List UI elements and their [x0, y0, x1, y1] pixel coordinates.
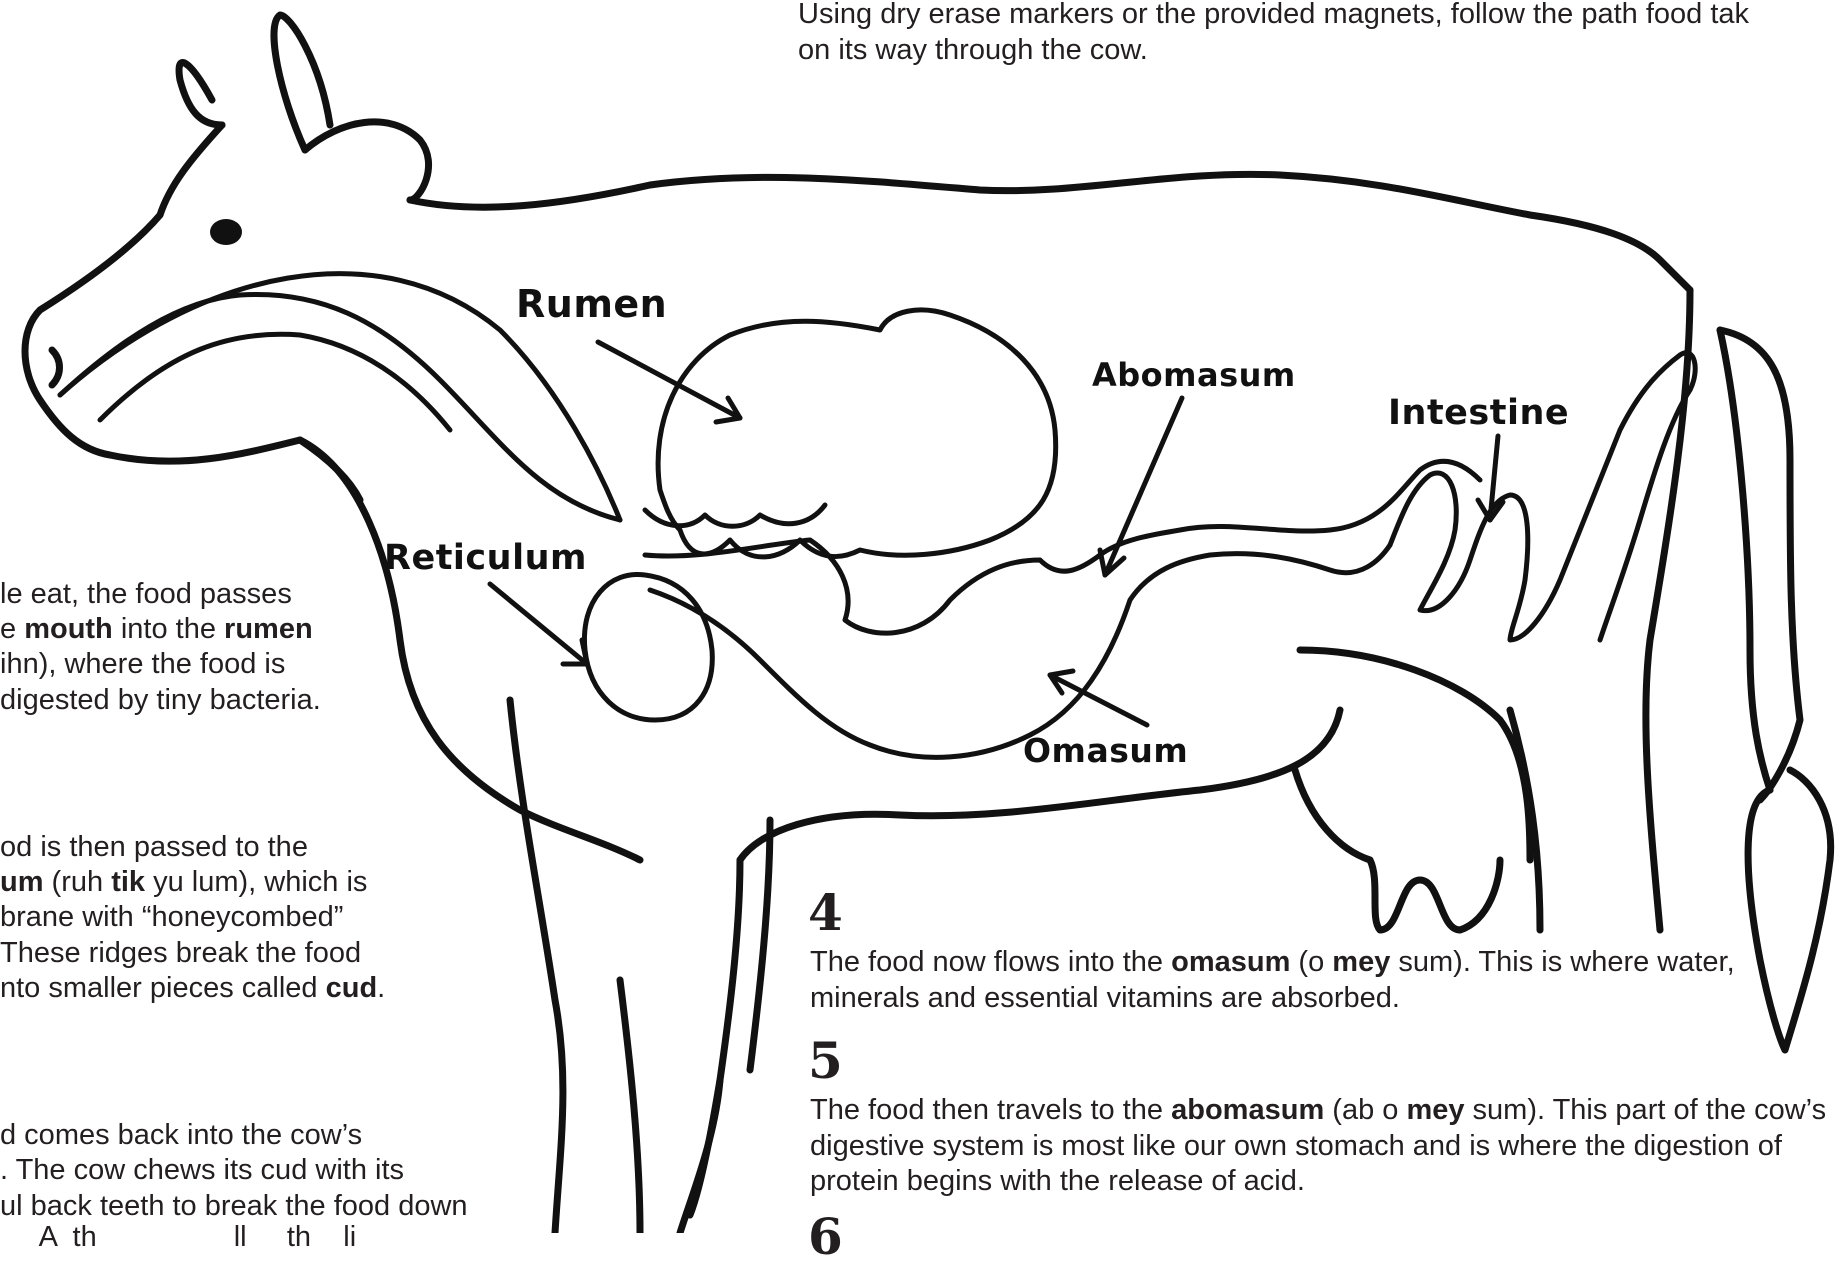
cow-ear-right [274, 15, 330, 150]
cow-back-outline [410, 174, 1690, 290]
cow-front-leg-back [690, 860, 740, 1215]
step1-line-3: ihn), where the food is [0, 647, 285, 682]
step2-line-1: od is then passed to the [0, 830, 308, 865]
instructions-line-1: Using dry erase markers or the provided … [798, 0, 1749, 32]
step4-line-1: The food now flows into the omasum (o me… [810, 945, 1735, 980]
omasum-path-lower [650, 545, 1390, 757]
cow-nostril [52, 350, 60, 385]
cow-front-leg-mid [680, 1080, 720, 1233]
step5-number: 5 [808, 1036, 843, 1086]
step5-line-2: digestive system is most like our own st… [810, 1129, 1782, 1164]
cow-front-leg-front [510, 700, 563, 1233]
intestine-arrow [1478, 436, 1503, 520]
label-reticulum: Reticulum [384, 538, 587, 578]
cow-front-leg-inner [750, 820, 770, 1070]
step5-line-1: The food then travels to the abomasum (a… [810, 1093, 1826, 1128]
reticulum-shape [584, 574, 712, 720]
label-abomasum: Abomasum [1092, 356, 1296, 394]
label-omasum: Omasum [1023, 731, 1188, 770]
step1-line-4: digested by tiny bacteria. [0, 683, 321, 718]
step2-line-2: um (ruh tik yu lum), which is [0, 865, 367, 900]
cow-eye [210, 219, 242, 245]
omasum-arrow [1050, 671, 1147, 725]
cow-ear-left [179, 63, 222, 125]
step4-line-2: minerals and essential vitamins are abso… [810, 981, 1400, 1016]
step1-line-1: le eat, the food passes [0, 577, 292, 612]
cow-belly [1300, 650, 1530, 860]
step2-line-5: nto smaller pieces called cud. [0, 971, 385, 1006]
rumen-shape [658, 310, 1056, 557]
step3-line-3: ul back teeth to break the food down [0, 1189, 468, 1224]
step2-line-3: brane with “honeycombed” [0, 900, 343, 935]
cow-forehead [305, 122, 429, 200]
step5-line-3: protein begins with the release of acid. [810, 1164, 1305, 1199]
cow-tail-inner [1720, 330, 1770, 790]
step1-line-2: e mouth into the rumen [0, 612, 313, 647]
step3-line-2: . The cow chews its cud with its [0, 1153, 404, 1188]
omasum-path-upper [645, 461, 1480, 633]
cow-chest [300, 440, 640, 860]
step4-number: 4 [808, 888, 843, 938]
instructions-line-2: on its way through the cow. [798, 33, 1148, 68]
cow-udder [1295, 770, 1500, 930]
reticulum-arrow [490, 584, 587, 664]
cow-tail-tuft [1748, 770, 1831, 1050]
step6-number: 6 [808, 1212, 843, 1262]
label-rumen: Rumen [516, 282, 667, 326]
step2-line-4: These ridges break the food [0, 936, 361, 971]
step3-line-4: A th ll th li [0, 1220, 356, 1255]
step3-line-1: d comes back into the cow’s [0, 1118, 362, 1153]
cow-hind-leg-outline [1646, 290, 1690, 930]
cow-front-leg-second [620, 980, 640, 1233]
cow-mouth-line [60, 294, 620, 520]
label-intestine: Intestine [1388, 393, 1569, 433]
cow-throat-line [100, 334, 450, 430]
